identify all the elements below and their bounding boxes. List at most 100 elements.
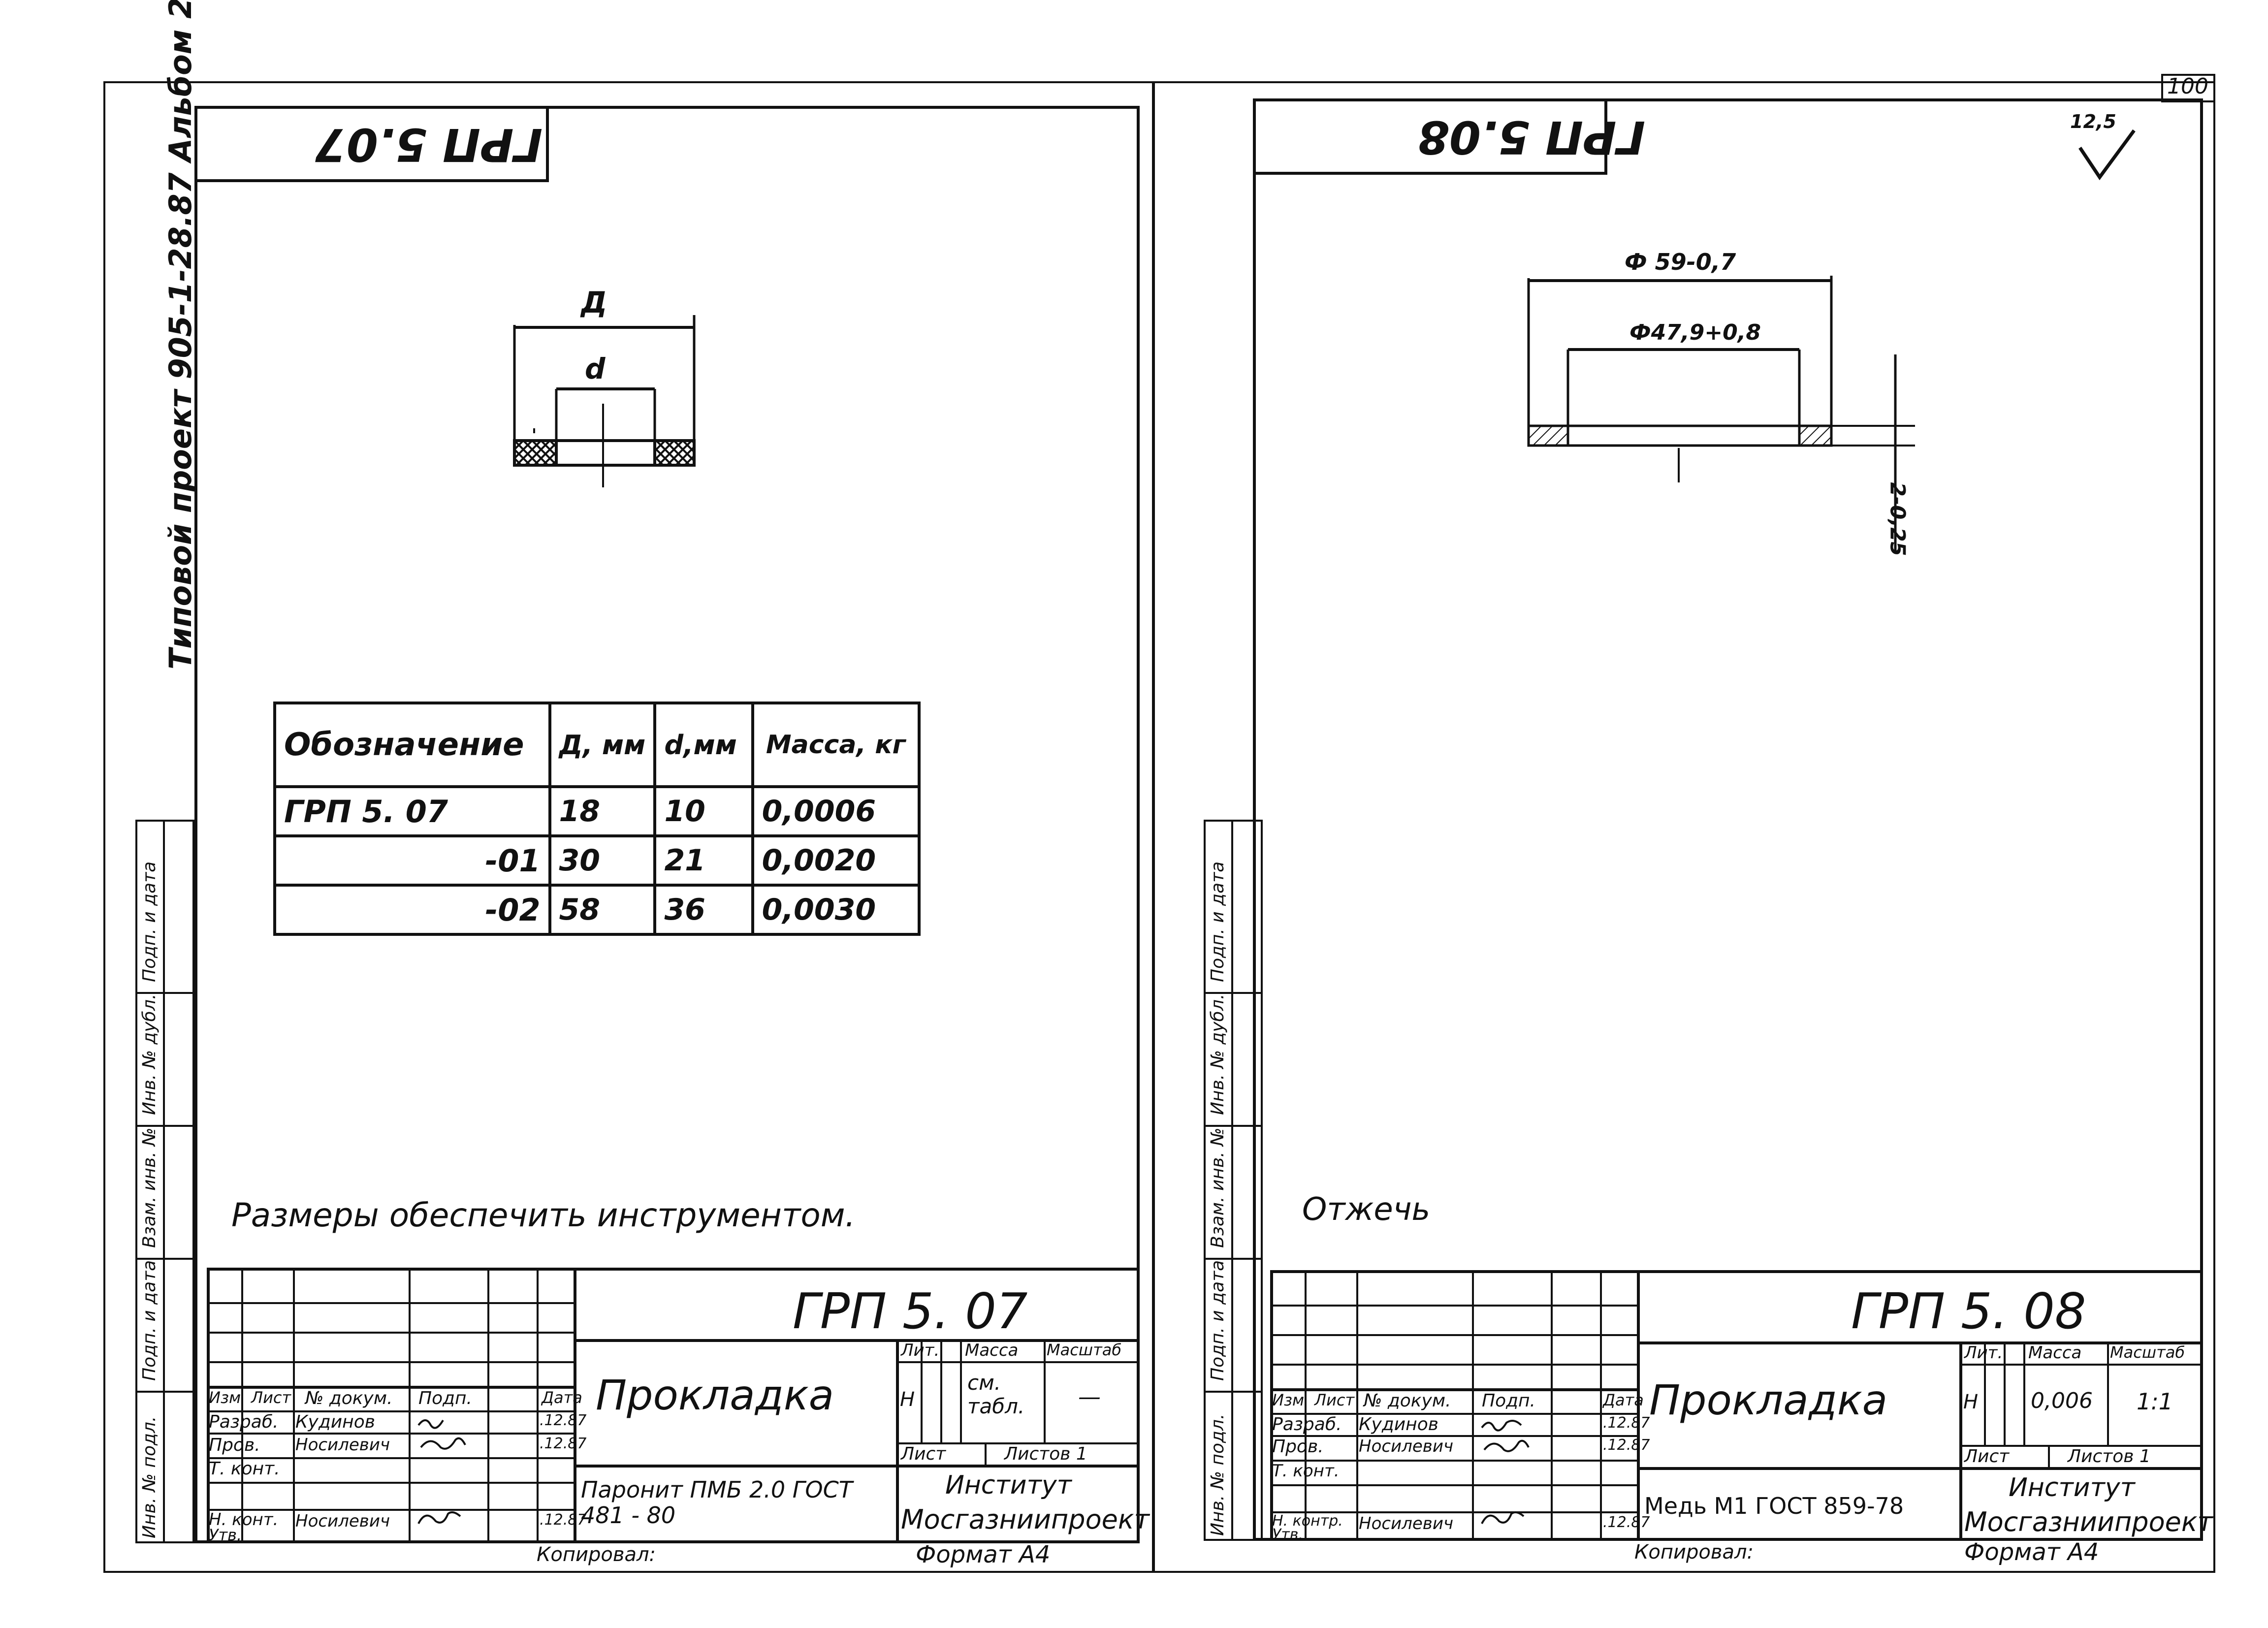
- left-tb-date: .12.87: [540, 1412, 587, 1429]
- spec-cell: 0,0006: [751, 785, 921, 837]
- spec-cell: ГРП 5. 07: [273, 785, 551, 837]
- left-tb-vline-a: [921, 1339, 923, 1442]
- right-tb-col-doc: № докум.: [1364, 1391, 1451, 1411]
- left-tb-vline-c: [960, 1339, 962, 1442]
- left-tb-frame: [207, 1268, 1140, 1543]
- left-corner-code: ГРП 5.07: [315, 118, 543, 171]
- right-tb-org-2: Мосгазниипроект: [1964, 1506, 2213, 1537]
- spec-cell: 18: [548, 785, 657, 837]
- left-side-label-2: Инв. № дубл.: [139, 993, 160, 1115]
- left-side-sep-1: [135, 992, 194, 994]
- page-outer-frame: [103, 81, 2215, 1573]
- right-tb-role: Пров.: [1272, 1436, 1324, 1457]
- left-tb-col-doc: № докум.: [305, 1388, 393, 1408]
- left-tb-scale-label: Масштаб: [1047, 1341, 1122, 1359]
- spec-cell: 0,0020: [751, 834, 921, 887]
- right-tb-date: .12.87: [1603, 1436, 1650, 1454]
- spec-h-d-outer: Д, мм: [548, 702, 657, 788]
- right-tb-vline: [1637, 1270, 1640, 1541]
- left-side-label-1: Подп. и дата: [139, 861, 160, 982]
- left-tb-hline: [207, 1433, 574, 1435]
- right-tb-date: .12.87: [1603, 1414, 1650, 1432]
- spec-h-designation: Обозначение: [273, 702, 551, 788]
- right-tb-hline: [1270, 1305, 1637, 1307]
- right-tb-vline: [1600, 1270, 1602, 1541]
- right-tb-org-1: Институт: [2009, 1473, 2135, 1502]
- left-tb-code-line: [574, 1339, 1140, 1342]
- right-dim-thickness-label: 2-0,25: [1885, 482, 1910, 556]
- left-tb-col-date: Дата: [542, 1388, 582, 1407]
- left-corner-code-box: [194, 106, 549, 182]
- left-tb-date: .12.87: [540, 1511, 587, 1529]
- left-side-columns: Подп. и дата Инв. № дубл. Взам. инв. № П…: [135, 820, 194, 1543]
- roughness-icon: [2078, 129, 2136, 181]
- left-tb-hline: [207, 1457, 574, 1459]
- right-tb-scale-value: 1:1: [2137, 1388, 2173, 1415]
- right-side-label-3: Взам. инв. №: [1208, 1127, 1228, 1248]
- left-copied: Копировал:: [537, 1543, 656, 1566]
- sheet-divider: [1152, 81, 1155, 1573]
- spec-h-d-inner: d,мм: [653, 702, 754, 788]
- right-side-label-5: Инв. № подл.: [1208, 1413, 1228, 1536]
- right-tb-date: .12.87: [1603, 1514, 1650, 1531]
- right-tb-mass-label: Масса: [2028, 1343, 2082, 1363]
- right-copied: Копировал:: [1634, 1541, 1754, 1564]
- left-tb-col-izm: Изм: [209, 1388, 241, 1407]
- right-tb-vline-a: [1984, 1341, 1986, 1445]
- right-tb-sheets-label: Листов 1: [2068, 1446, 2151, 1467]
- spec-cell: 10: [653, 785, 754, 837]
- left-tb-vline-e: [985, 1442, 987, 1465]
- right-tb-material: Медь М1 ГОСТ 859-78: [1644, 1493, 1904, 1519]
- right-tb-hline: [1270, 1413, 1637, 1415]
- right-tb-hline: [1270, 1388, 1637, 1391]
- right-tb-hline: [1270, 1460, 1637, 1462]
- left-tb-org-2: Мосгазниипроект: [901, 1504, 1150, 1535]
- right-tb-code: ГРП 5. 08: [1851, 1282, 2086, 1340]
- left-tb-date: .12.87: [540, 1435, 587, 1452]
- right-corner-code: ГРП 5.08: [1418, 111, 1646, 163]
- right-side-sep-2: [1204, 1125, 1263, 1127]
- sheet-number: 100: [2167, 74, 2208, 99]
- right-tb-lit-value: Н: [1963, 1391, 1979, 1413]
- right-side-label-4: Подп. и дата: [1208, 1260, 1228, 1381]
- right-tb-person: Носилевич: [1359, 1514, 1454, 1533]
- spec-cell: 58: [548, 884, 657, 936]
- left-dim-outer-label: Д: [581, 286, 607, 320]
- left-side-label-4: Подп. и дата: [139, 1260, 160, 1381]
- left-signatures: [417, 1419, 466, 1524]
- left-tb-lit-value: Н: [900, 1388, 915, 1411]
- left-tb-sheet-label: Лист: [901, 1444, 946, 1464]
- right-signatures: [1481, 1420, 1530, 1524]
- left-tb-hline: [207, 1509, 574, 1511]
- right-tb-person: Носилевич: [1359, 1436, 1454, 1456]
- right-format: Формат А4: [1964, 1538, 2099, 1566]
- spec-cell: 36: [653, 884, 754, 936]
- right-tb-hline-mid: [1637, 1467, 2203, 1470]
- left-dim-inner-label: d: [585, 352, 606, 385]
- right-tb-frame: [1270, 1270, 2203, 1541]
- left-tb-vline-lit: [896, 1339, 899, 1543]
- right-side-sep-1: [1204, 992, 1263, 994]
- right-tb-role: Т. конт.: [1272, 1461, 1340, 1481]
- left-tb-mass-value: см. табл.: [967, 1371, 1025, 1418]
- left-tb-org-1: Институт: [945, 1470, 1072, 1500]
- left-tb-vline: [487, 1268, 489, 1543]
- right-tb-vline-c: [2023, 1341, 2025, 1445]
- left-tb-hline-lit: [896, 1361, 1140, 1363]
- left-tb-hline: [207, 1302, 574, 1304]
- right-dim-outer-label: Ф 59-0,7: [1625, 249, 1736, 275]
- right-tb-col-sign: Подп.: [1482, 1391, 1535, 1411]
- right-tb-person: Кудинов: [1359, 1414, 1438, 1435]
- left-tb-code: ГРП 5. 07: [793, 1282, 1028, 1340]
- left-tb-hline: [207, 1332, 574, 1334]
- spec-row: ГРП 5. 07 18 10 0,0006: [273, 785, 921, 837]
- right-tb-hline: [1270, 1334, 1637, 1336]
- left-title-block: Изм Лист № докум. Подп. Дата Разраб. Про…: [207, 1268, 1150, 1544]
- right-tb-hline: [1270, 1511, 1637, 1513]
- left-tb-hline: [207, 1386, 574, 1389]
- left-tb-vline-b: [940, 1339, 942, 1442]
- left-format: Формат А4: [916, 1541, 1051, 1568]
- right-title-block: Изм Лист № докум. Подп. Дата Разраб. Про…: [1270, 1270, 2213, 1543]
- right-tb-role: Разраб.: [1272, 1414, 1342, 1435]
- right-dim-inner-label: Ф47,9+0,8: [1629, 320, 1761, 345]
